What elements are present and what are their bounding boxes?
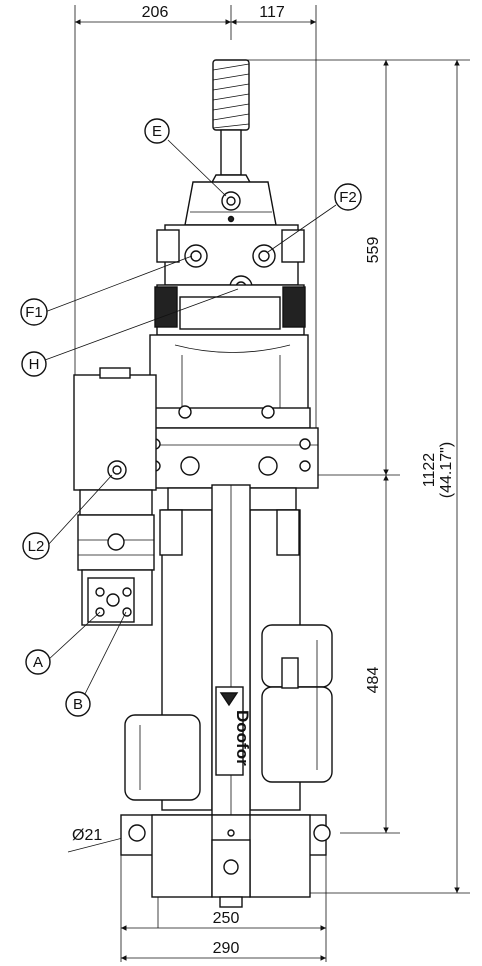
svg-text:E: E — [152, 123, 162, 140]
dim-top-right: 117 — [259, 4, 285, 21]
motor-body — [147, 334, 311, 429]
callout-b: B — [65, 691, 91, 717]
callout-a: A — [25, 649, 51, 675]
svg-text:A: A — [33, 654, 43, 671]
svg-text:L2: L2 — [28, 538, 45, 555]
dim-total-height-inches: (44.17") — [438, 442, 455, 498]
svg-text:F1: F1 — [25, 304, 43, 321]
brand-plate: Doofor — [215, 686, 252, 776]
drill-assembly: Doofor — [73, 59, 333, 908]
side-motor — [73, 367, 157, 626]
dim-hole-diameter: Ø21 — [72, 827, 102, 844]
svg-text:B: B — [73, 696, 83, 713]
base-plate — [120, 814, 331, 908]
callout-l2: L2 — [22, 532, 50, 560]
callout-h: H — [21, 351, 47, 377]
lower-motors — [124, 624, 333, 801]
callout-leaders — [44, 139, 337, 701]
dim-base-inner-width: 250 — [213, 910, 240, 927]
dim-top-left: 206 — [142, 4, 169, 21]
callout-f2: F2 — [334, 183, 362, 211]
brand-label: Doofor — [233, 710, 252, 766]
callout-e: E — [144, 118, 170, 144]
dim-lower-height: 484 — [365, 667, 382, 694]
svg-text:F2: F2 — [339, 189, 357, 206]
swivel-head — [154, 181, 306, 336]
svg-text:H: H — [29, 356, 40, 373]
callout-f1: F1 — [20, 298, 48, 326]
threaded-shank — [208, 59, 254, 187]
dim-base-outer-width: 290 — [213, 940, 240, 957]
dim-total-height: 1122 — [421, 453, 438, 488]
dim-upper-height: 559 — [365, 237, 382, 264]
